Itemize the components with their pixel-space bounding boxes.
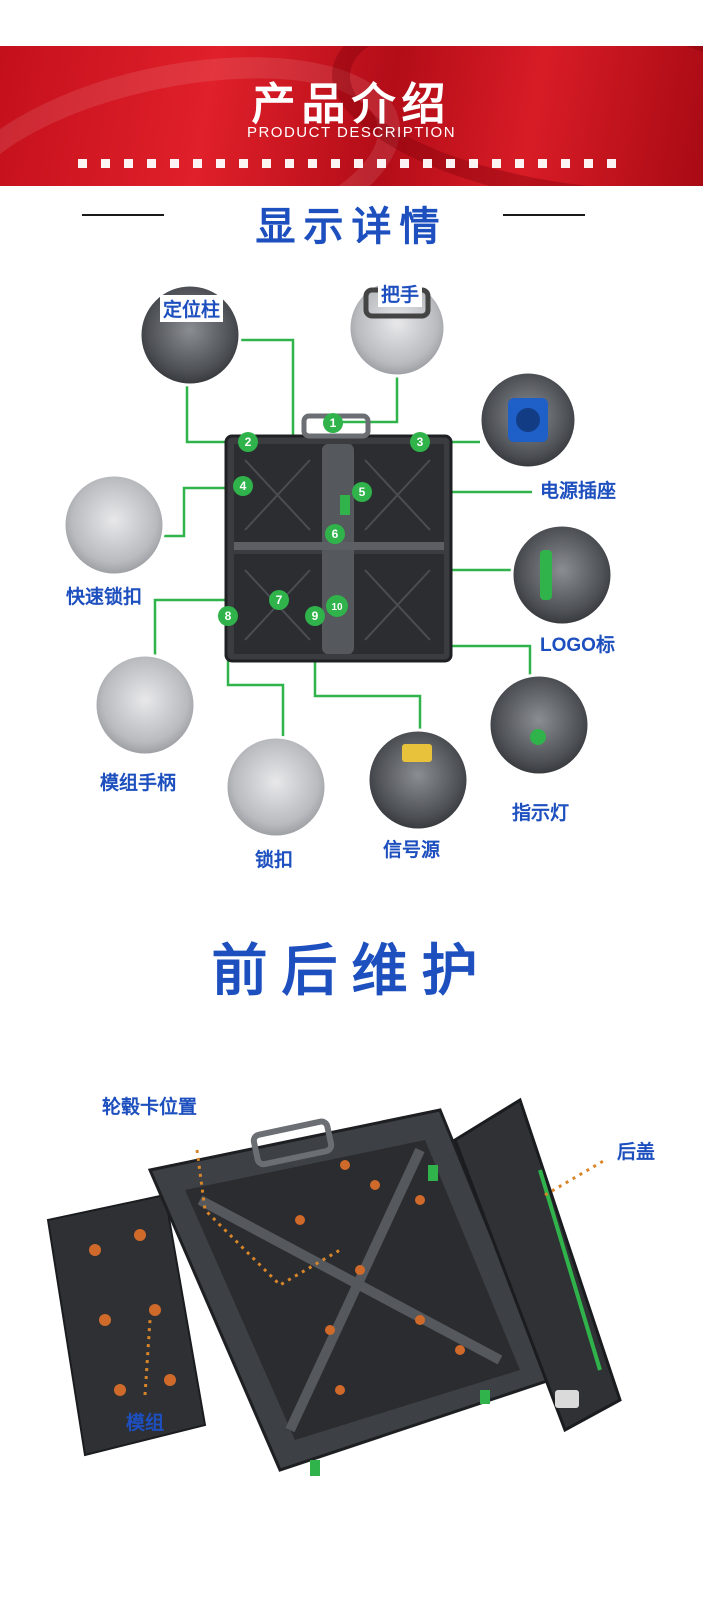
callout-power-socket: 电源插座 (540, 480, 617, 502)
label-hub-card-position: 轮毂卡位置 (102, 1096, 198, 1118)
callout-module-handle: 模组手柄 (100, 772, 177, 794)
callout-indicator-light: 指示灯 (512, 802, 570, 824)
callout-handle: 把手 (378, 280, 423, 307)
maintenance-diagram (46, 1097, 622, 1476)
callout-positioning-pin: 定位柱 (160, 295, 224, 322)
svg-text:10: 10 (331, 602, 343, 613)
callout-signal-source: 信号源 (383, 839, 441, 861)
svg-text:6: 6 (332, 527, 339, 541)
callout-logo-mark: LOGO标 (540, 635, 615, 656)
banner-dot-divider (78, 159, 618, 169)
svg-text:4: 4 (240, 479, 247, 493)
section-title-display-details: 显示详情 (255, 204, 448, 250)
callout-lock: 锁扣 (255, 849, 294, 871)
callout-quick-lock: 快速锁扣 (66, 586, 143, 608)
heading-rule-right (503, 214, 585, 216)
label-back-cover: 后盖 (617, 1141, 656, 1163)
svg-text:3: 3 (417, 435, 424, 449)
svg-text:8: 8 (225, 609, 232, 623)
svg-text:5: 5 (359, 485, 366, 499)
section-title-front-rear-maintenance: 前后维护 (211, 939, 492, 1004)
banner-subtitle: PRODUCT DESCRIPTION (246, 124, 457, 141)
svg-text:2: 2 (245, 435, 252, 449)
svg-text:1: 1 (330, 416, 337, 430)
header-banner: 产品介绍 PRODUCT DESCRIPTION (0, 46, 703, 186)
heading-rule-left (82, 214, 164, 216)
svg-text:7: 7 (276, 593, 283, 607)
svg-text:9: 9 (312, 609, 319, 623)
label-module: 模组 (126, 1412, 165, 1434)
banner-title: 产品介绍 (251, 79, 452, 130)
